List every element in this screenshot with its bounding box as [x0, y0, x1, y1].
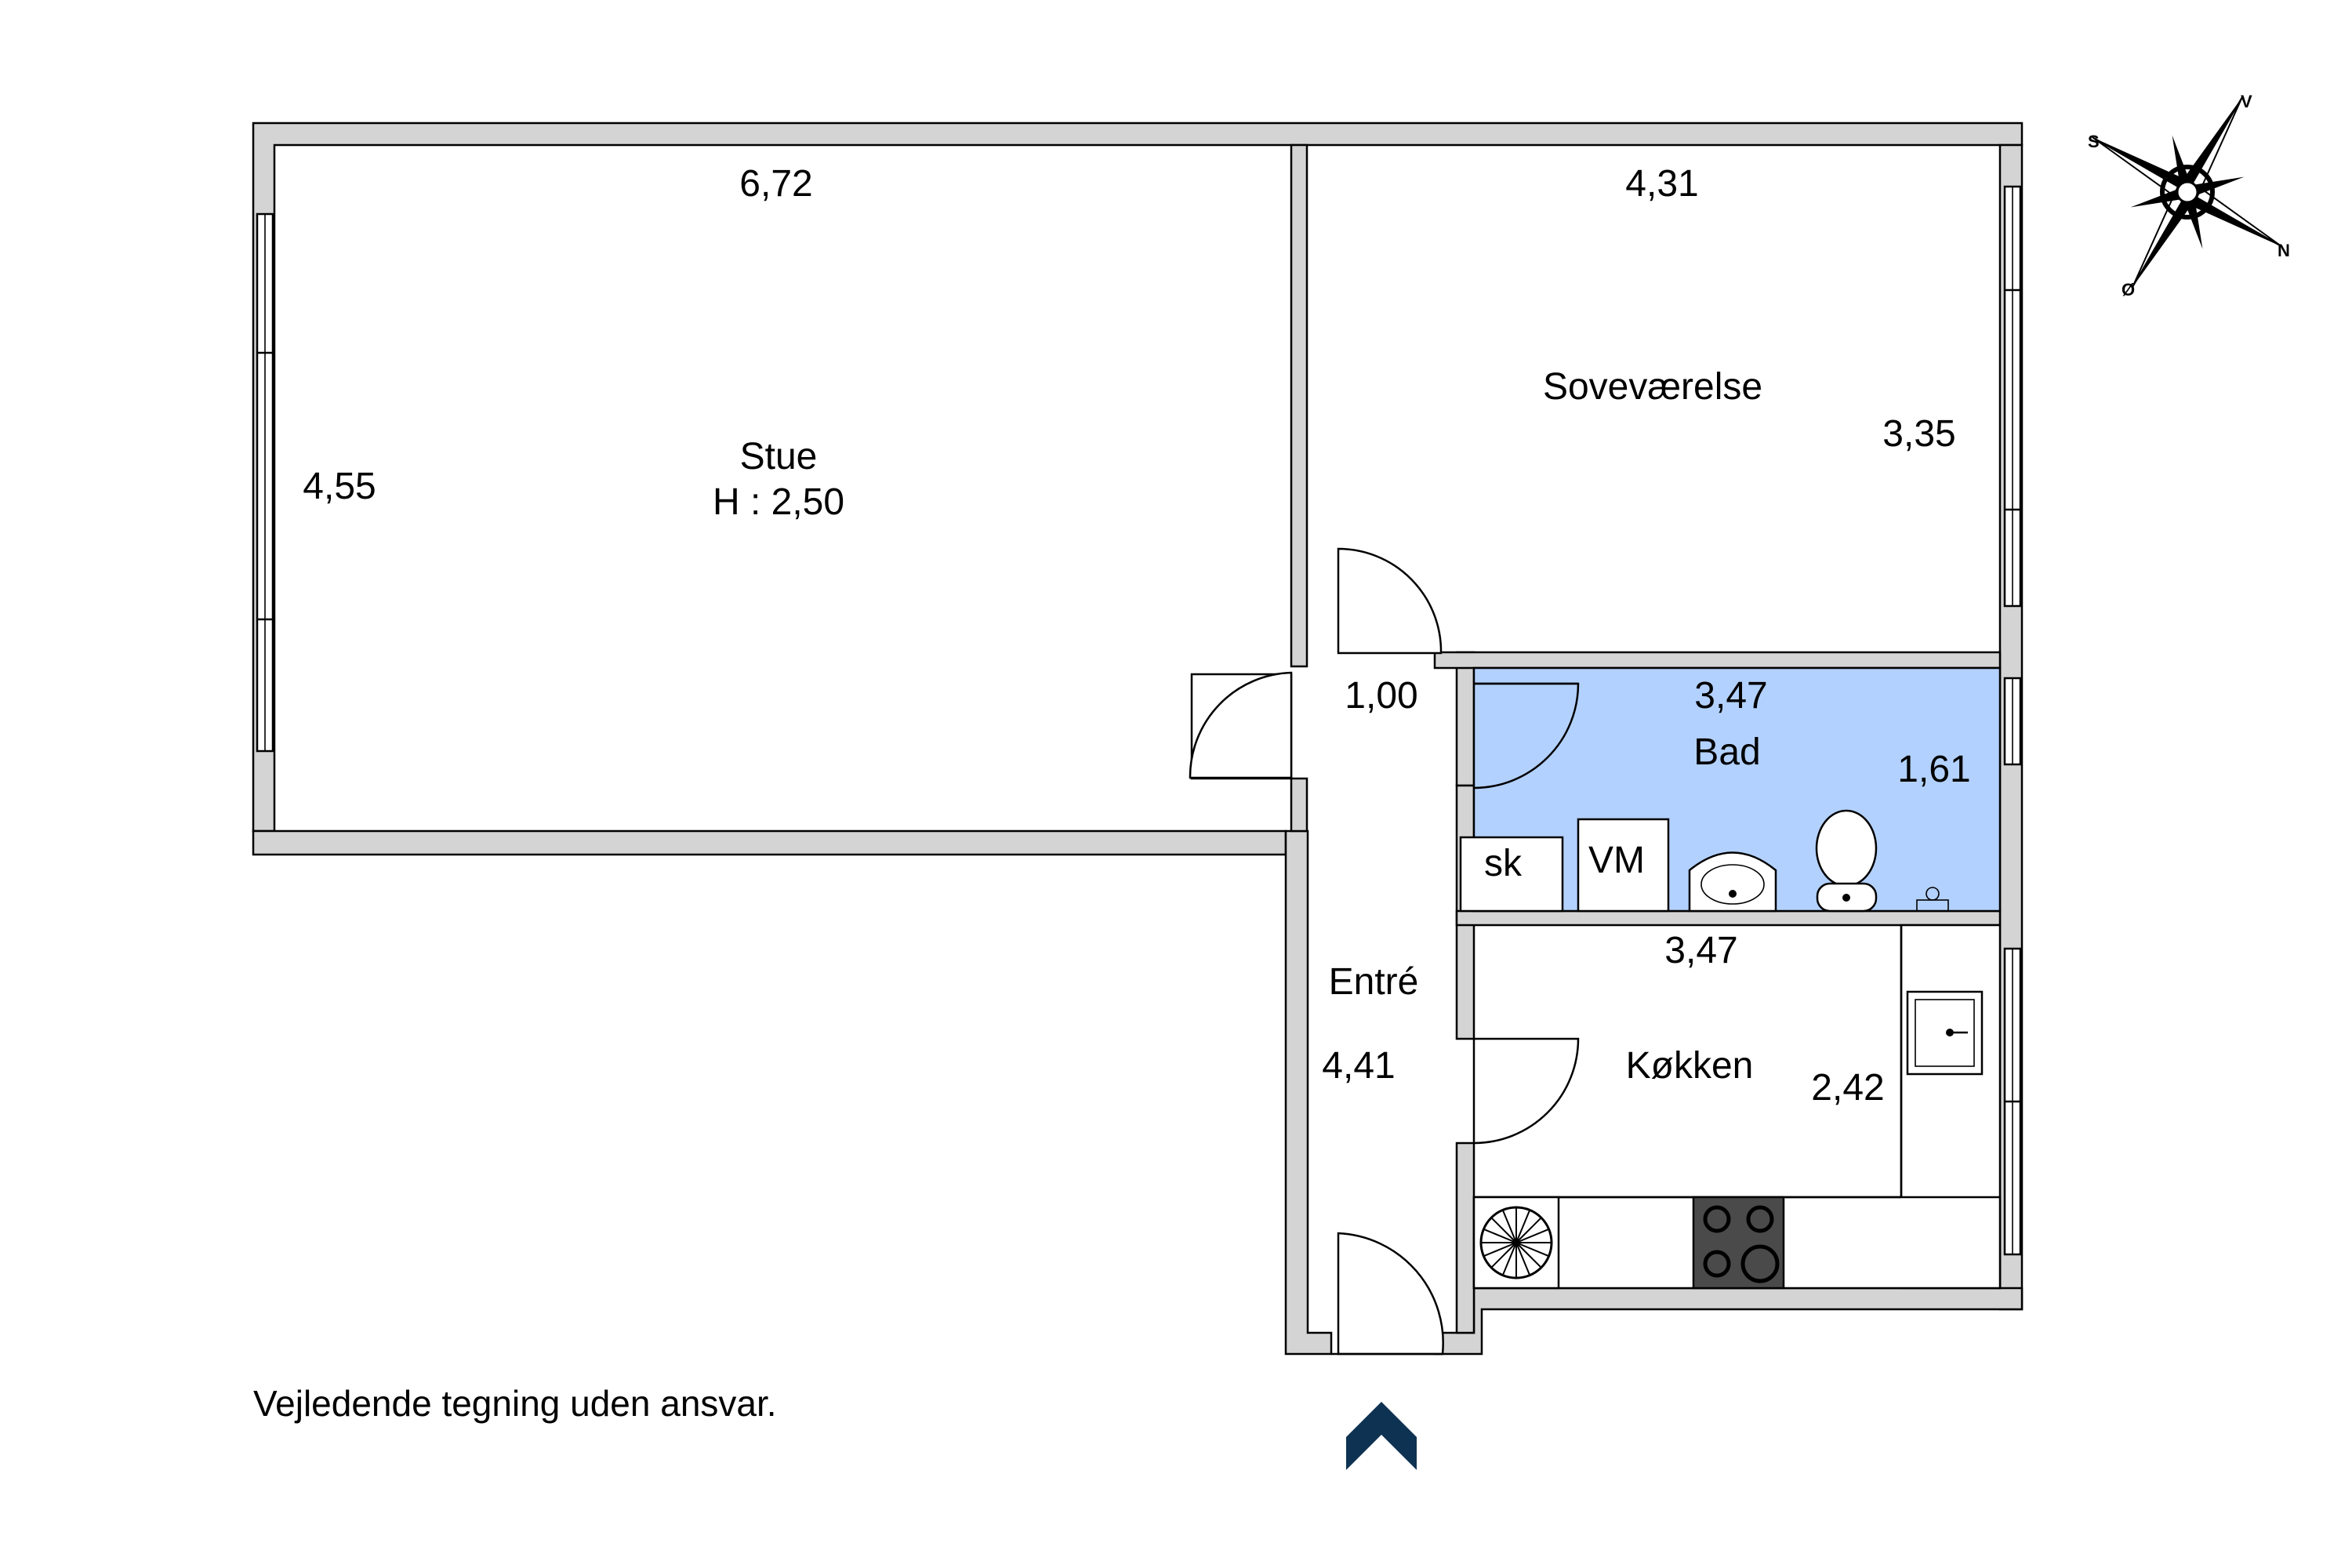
stove-burner — [1703, 1205, 1731, 1233]
koekken-name: Køkken — [1626, 1045, 1754, 1087]
entre-right-wall-upper — [1455, 651, 1475, 787]
bad-depth-dim: 1,61 — [1897, 749, 1970, 790]
vm-label: VM — [1588, 840, 1645, 881]
shower-tap-icon — [1916, 887, 1949, 912]
stue-depth-dim: 4,55 — [303, 466, 376, 507]
bathroom-fixtures — [1459, 809, 1949, 913]
sove-width-dim: 4,31 — [1625, 163, 1698, 205]
sove-door — [1337, 547, 1443, 655]
stue-name: Stue — [740, 436, 818, 477]
bad-kitchen-wall — [1455, 909, 2002, 927]
entre-left-wall — [1284, 829, 1333, 1356]
kitchen-fixtures — [1472, 924, 2002, 1290]
sove-depth-dim: 3,35 — [1882, 413, 1955, 455]
stove-burner — [1746, 1205, 1774, 1233]
bad-sink — [1688, 851, 1777, 913]
stue-partition-lower — [1290, 777, 1308, 833]
entrance-door — [1337, 1232, 1444, 1356]
stue-sove-partition — [1290, 143, 1308, 668]
doors — [1189, 547, 1580, 1356]
compass-label-east: Ø — [2122, 280, 2135, 299]
kitchen-sink-basin — [1915, 999, 1975, 1067]
stue-bottom-wall — [252, 829, 1287, 856]
toilet-bowl — [1815, 809, 1878, 887]
compass-rose-icon — [2092, 96, 2283, 288]
stue-door — [1189, 671, 1293, 779]
sove-name: Soveværelse — [1543, 366, 1762, 408]
entre-door-dim: 1,00 — [1345, 675, 1417, 717]
compass-label-north: N — [2278, 241, 2290, 260]
kitchen-door — [1472, 1037, 1580, 1145]
bad-name: Bad — [1693, 731, 1760, 773]
stove-burner — [1703, 1250, 1731, 1278]
fan-icon — [1479, 1206, 1553, 1279]
bottom-wall-right — [1433, 1287, 2024, 1356]
disclaimer-text: Vejledende tegning uden ansvar. — [253, 1383, 777, 1424]
bad-width-dim: 3,47 — [1694, 675, 1767, 717]
entre-right-wall-lower — [1455, 1142, 1475, 1334]
skab-box — [1459, 836, 1564, 913]
compass-label-west: V — [2241, 92, 2252, 111]
bad-door — [1473, 682, 1580, 789]
stue-width-dim: 6,72 — [739, 163, 812, 205]
koekken-depth-dim: 2,42 — [1811, 1067, 1884, 1109]
entrance-arrow-icon — [1346, 1402, 1417, 1470]
entre-name: Entré — [1329, 961, 1419, 1003]
sink-basin — [1700, 864, 1765, 905]
windows — [256, 185, 2022, 1256]
vm-box — [1577, 818, 1670, 913]
entre-depth-dim: 4,41 — [1322, 1045, 1395, 1087]
stue-height: H : 2,50 — [713, 481, 844, 523]
skab-label: sk — [1484, 843, 1523, 884]
sove-bottom-wall — [1433, 651, 2002, 670]
stove-burner — [1740, 1244, 1780, 1283]
kitchen-sink — [1906, 990, 1984, 1076]
koekken-width-dim: 3,47 — [1664, 930, 1737, 971]
compass-label-south: S — [2088, 132, 2100, 151]
room-labels: 6,72 Stue H : 2,50 4,55 4,31 Soveværelse… — [303, 163, 1970, 1109]
